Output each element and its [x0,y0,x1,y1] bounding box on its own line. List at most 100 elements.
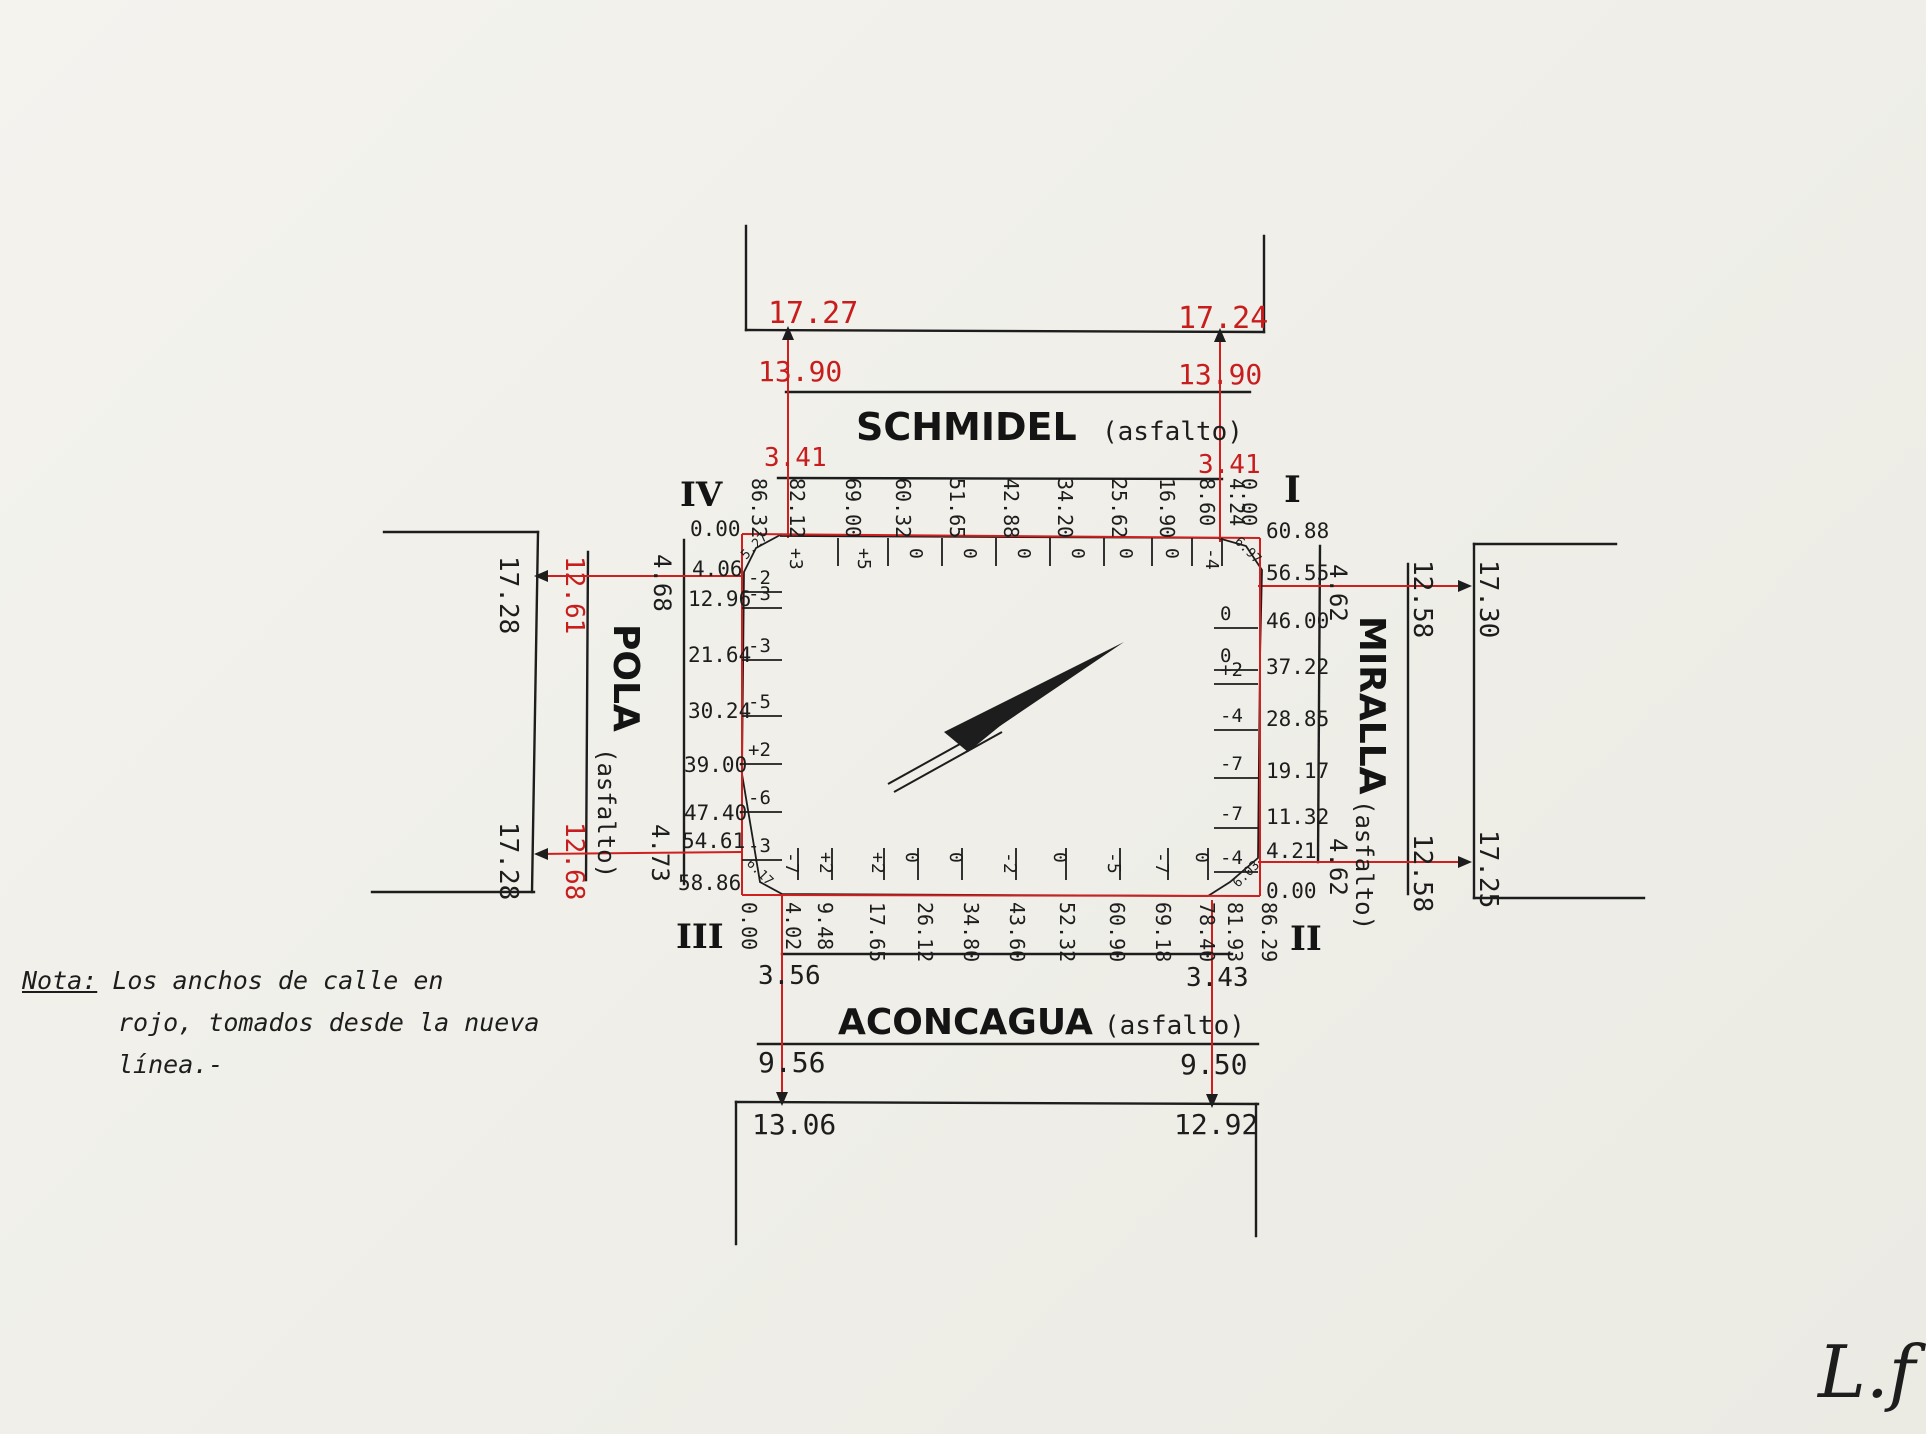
east-chainage-labels: 60.8856.5546.0037.2228.8519.1711.324.210… [1266,519,1329,903]
south-chainage-value: 0.00 [737,902,761,950]
west-offset-marks: -2-3-3-5+2-6-3 [742,567,782,861]
north-offset-value: 0 [1067,548,1088,559]
east-chainage-value: 19.17 [1266,759,1329,783]
corner-label-nw: IV [680,475,723,515]
note-line-1: Los anchos de calle en [112,966,444,995]
east-offset-value: -4 [1220,847,1243,869]
north-chainage-value: 4.24 [1225,478,1249,526]
north-chainage-value: 69.00 [841,478,865,538]
east-street-name: MIRALLA [1351,616,1392,795]
south-chainage-value: 4.02 [781,902,805,950]
south-chainage-value: 17.65 [865,902,889,962]
east-street-lines [1258,542,1646,900]
north-offset-value: +3 [785,548,806,570]
south-chainage-value: 69.18 [1151,902,1175,962]
south-offset-value: +2 [815,852,836,874]
north-chainage-value: 82.12 [785,478,809,538]
south-chainage-value: 60.90 [1105,902,1129,962]
north-arrow-icon [887,642,1124,793]
south-chainage-value: 43.60 [1005,902,1029,962]
west-chainage-value: 12.96 [688,587,751,611]
west-chainage-value: 30.24 [688,699,751,723]
note-line-3: línea.- [118,1050,224,1079]
east-chainage-value: 11.32 [1266,805,1329,829]
west-top-mid-width: 12.61 [559,556,589,634]
corner-label-sw: III [676,917,724,957]
south-chainage-value: 9.48 [813,902,837,950]
north-offset-value: -4 [1201,548,1222,570]
east-top-walk-width: 4.62 [1324,564,1352,622]
south-left-mid-width: 9.56 [758,1046,825,1079]
north-offset-value: +5 [853,548,874,570]
north-right-outer-width: 17.24 [1178,301,1268,336]
north-chainage-value: 60.32 [891,478,915,538]
west-chainage-value: 58.86 [678,871,741,895]
north-chainage-value: 16.90 [1155,478,1179,538]
south-chainage-value: 78.40 [1195,902,1219,962]
north-street-lines [744,224,1266,542]
west-chainage-value: 0.00 [690,517,741,541]
north-right-mid-width: 13.90 [1178,358,1262,391]
east-offset-value: +2 [1220,659,1243,681]
south-chainage-value: 52.32 [1055,902,1079,962]
south-right-inner-width: 3.43 [1186,963,1249,993]
note-label: Nota: [22,966,98,995]
west-top-outer-width: 17.28 [493,556,523,634]
south-right-mid-width: 9.50 [1180,1048,1247,1081]
north-offset-value: 0 [1161,548,1182,559]
north-left-outer-width: 17.27 [768,296,858,331]
north-offset-value: 0 [1115,548,1136,559]
north-offset-value: 0 [1013,548,1034,559]
east-offset-value: -4 [1220,705,1243,727]
north-left-inner-width: 3.41 [764,443,827,473]
east-bottom-walk-width: 4.62 [1324,838,1352,896]
south-offset-value: -5 [1103,852,1124,874]
west-bottom-mid-width: 12.68 [559,822,589,900]
east-offset-value: -7 [1220,803,1243,825]
north-chainage-value: 25.62 [1107,478,1131,538]
south-chainage-labels: 0.00 4.02 9.48 17.65 26.12 34.80 43.60 52.32 60.… [737,902,1281,962]
south-chainage-value: 86.29 [1257,902,1281,962]
west-chainage-value: 39.00 [684,753,747,777]
west-chainage-labels: 0.004.0612.9621.6430.2439.0047.4054.6158… [678,517,751,895]
south-chainage-value: 81.93 [1223,902,1247,962]
south-offset-value: -7 [781,852,802,874]
west-offset-value: -2 [748,567,771,589]
south-street-name: ACONCAGUA [838,1002,1093,1043]
east-chainage-value: 56.55 [1266,561,1329,585]
north-offset-value: 0 [959,548,980,559]
west-bottom-outer-width: 17.28 [493,822,523,900]
west-chainage-value: 54.61 [682,829,745,853]
west-top-walk-width: 4.68 [648,554,676,612]
east-chainage-value: 60.88 [1266,519,1329,543]
note-line-2: rojo, tomados desde la nueva [118,1008,540,1037]
south-street-lines [734,896,1260,1246]
south-chainage-value: 26.12 [913,902,937,962]
west-offset-value: -6 [748,787,771,809]
north-chainage-value: 51.65 [945,478,969,538]
west-street-name: POLA [605,624,646,732]
south-offset-value: 0 [1191,852,1212,863]
east-top-mid-width: 12.58 [1407,560,1437,638]
south-chainage-value: 34.80 [959,902,983,962]
west-bottom-walk-width: 4.73 [646,824,674,882]
west-chainage-value: 47.40 [684,801,747,825]
street-width-note: Nota: Los anchos de calle en rojo, tomad… [22,960,582,1086]
east-offset-value: -7 [1220,753,1243,775]
north-left-mid-width: 13.90 [758,355,842,388]
north-chainage-value: 0.00 [1237,478,1261,526]
west-street-surface: (asfalto) [592,748,620,878]
west-chainage-value: 4.06 [692,557,743,581]
south-right-outer-width: 12.92 [1174,1108,1258,1141]
west-offset-value: +2 [748,739,771,761]
south-offset-value: -7 [1151,852,1172,874]
west-offset-value: -3 [748,835,771,857]
east-bottom-mid-width: 12.58 [1407,834,1437,912]
block-outline [741,533,1263,897]
south-offset-value: 0 [901,852,922,863]
south-left-outer-width: 13.06 [752,1108,836,1141]
south-left-inner-width: 3.56 [758,961,821,991]
